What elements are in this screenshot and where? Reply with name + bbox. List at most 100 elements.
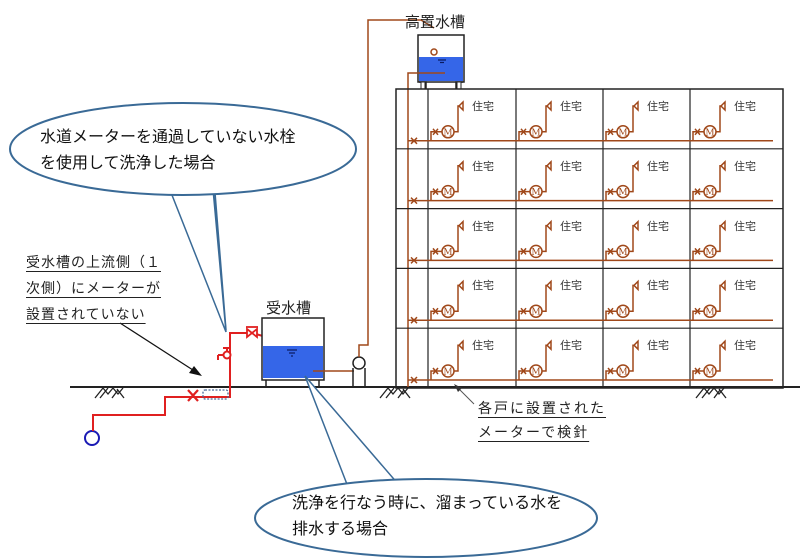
water-main-source-icon <box>84 430 100 446</box>
building-outline <box>395 88 784 389</box>
water-meter-icon <box>529 184 543 199</box>
unit-label: 住宅 <box>734 339 756 353</box>
receiving-tank <box>261 317 325 387</box>
valve-x-icon <box>520 247 527 255</box>
water-meter-icon <box>441 125 455 139</box>
unit-label: 住宅 <box>560 219 582 233</box>
meter-symbol: M <box>531 128 540 138</box>
faucet-icon <box>719 339 726 352</box>
faucet-icon <box>719 279 726 292</box>
water-meter-icon <box>616 125 630 139</box>
faucet-icon <box>719 219 726 232</box>
callout-line: を使用して洗浄した場合 <box>40 153 216 172</box>
valve-x-icon <box>432 128 439 136</box>
missing-meter-box <box>202 389 229 400</box>
note-line: 各戸に設置された <box>478 401 606 417</box>
unit-label: 住宅 <box>560 339 582 353</box>
water-meter-icon <box>441 304 455 318</box>
meter-symbol: M <box>443 128 452 138</box>
water-meter-icon <box>616 184 630 199</box>
faucet-icon <box>457 159 464 172</box>
water-meter-icon <box>529 125 543 139</box>
pump-icon <box>352 356 366 387</box>
faucet-icon <box>719 100 726 112</box>
supply-pipe <box>92 332 286 431</box>
stop-valve-x-icon <box>187 389 199 402</box>
faucet-icon <box>719 159 726 172</box>
water-meter-icon <box>616 304 630 318</box>
callout-line: 排水する場合 <box>292 519 389 538</box>
valve-x-icon <box>520 307 527 315</box>
valve-x-icon <box>607 307 614 315</box>
water-meter-icon <box>441 184 455 199</box>
valve-x-icon <box>520 367 527 375</box>
meter-symbol: M <box>531 188 540 198</box>
meter-symbol: M <box>531 308 540 318</box>
unit-label: 住宅 <box>472 219 494 233</box>
valve-x-icon <box>607 188 614 196</box>
meter-symbol: M <box>618 188 627 198</box>
meter-symbol: M <box>705 308 714 318</box>
unit-label: 住宅 <box>647 159 669 173</box>
water-meter-icon <box>703 364 717 378</box>
valve-x-icon <box>432 367 439 375</box>
elevated-tank-label: 高置水槽 <box>405 13 466 31</box>
arrow-icon <box>119 322 202 376</box>
meter-symbol: M <box>531 248 540 258</box>
unit-label: 住宅 <box>734 219 756 233</box>
meter-symbol: M <box>705 368 714 378</box>
arrow-icon <box>454 384 475 405</box>
meter-symbol: M <box>705 188 714 198</box>
valve-x-icon <box>410 197 418 205</box>
ground-hatch-icon <box>94 386 727 399</box>
faucet-icon <box>632 339 639 352</box>
faucet-icon <box>632 279 639 292</box>
water-meter-icon <box>703 125 717 139</box>
unit-label: 住宅 <box>734 279 756 293</box>
unit-label: 住宅 <box>734 100 756 113</box>
faucet-icon <box>545 219 552 232</box>
unit-label: 住宅 <box>647 339 669 353</box>
faucet-icon <box>545 159 552 172</box>
water-meter-icon <box>703 304 717 318</box>
faucet-icon <box>545 100 552 112</box>
valve-x-icon <box>607 247 614 255</box>
meter-symbol: M <box>618 248 627 258</box>
meter-symbol: M <box>618 368 627 378</box>
faucet-icon <box>632 159 639 172</box>
meter-symbol: M <box>443 188 452 198</box>
callout-line: 水道メーターを通過していない水栓 <box>40 127 296 146</box>
callout-drain <box>254 375 598 558</box>
valve-x-icon <box>694 307 701 315</box>
faucet-icon <box>545 279 552 292</box>
unit-label: 住宅 <box>560 159 582 173</box>
valve-x-icon <box>520 128 527 136</box>
valve-x-icon <box>432 188 439 196</box>
valve-x-icon <box>432 247 439 255</box>
note-line: 設置されていない <box>26 307 146 323</box>
meter-symbol: M <box>705 248 714 258</box>
water-meter-icon <box>529 244 543 259</box>
faucet-icon <box>545 339 552 352</box>
receiving-tank-label: 受水槽 <box>266 299 312 317</box>
valve-x-icon <box>694 367 701 375</box>
unit-label: 住宅 <box>734 159 756 173</box>
note-line: メーターで検針 <box>478 425 590 441</box>
note-no-upstream-meter: 受水槽の上流側（１ 次側）にメーターが 設置されていない <box>26 250 161 328</box>
unit-label: 住宅 <box>472 159 494 173</box>
note-line: 受水槽の上流側（１ <box>26 255 161 271</box>
water-meter-icon <box>616 244 630 259</box>
unit-label: 住宅 <box>647 100 669 113</box>
unit-label: 住宅 <box>472 279 494 293</box>
meter-symbol: M <box>705 128 714 138</box>
valve-x-icon <box>607 367 614 375</box>
faucet-icon <box>632 100 639 112</box>
faucet-icon <box>632 219 639 232</box>
valve-x-icon <box>410 376 418 384</box>
faucet-icon <box>457 339 464 352</box>
valve-x-icon <box>607 128 614 136</box>
meter-symbol: M <box>531 368 540 378</box>
valve-x-icon <box>694 128 701 136</box>
unit-label: 住宅 <box>472 100 494 113</box>
elevated-tank <box>417 34 465 90</box>
